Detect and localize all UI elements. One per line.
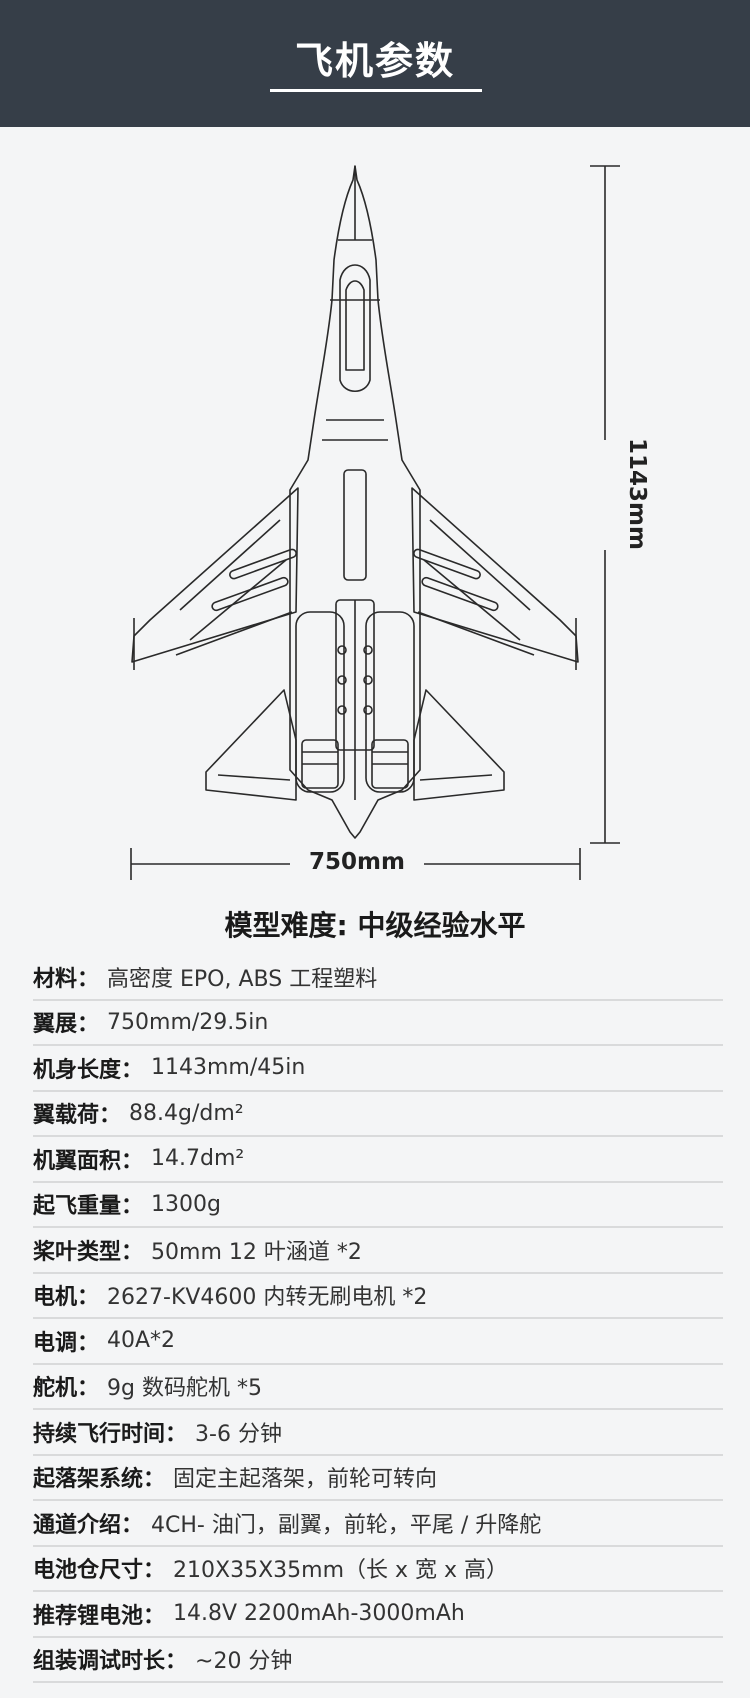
aircraft-diagram: 750mm 1143mm: [0, 127, 750, 897]
right-tailplane: [413, 689, 505, 801]
aircraft-drawing: [130, 165, 620, 880]
right-wing: [411, 487, 579, 663]
spec-label: 推荐锂电池：: [33, 1603, 166, 1629]
spec-row-flight-time: 持续飞行时间： 3-6 分钟: [33, 1410, 723, 1456]
title-underline: [270, 89, 482, 92]
spec-row-motor: 电机： 2627-KV4600 内转无刷电机 *2: [33, 1274, 723, 1319]
spec-row-wing-loading: 翼载荷： 88.4g/dm²: [33, 1092, 723, 1137]
spec-row-battery-bay: 电池仓尺寸： 210X35X35mm（长 x 宽 x 高）: [33, 1547, 723, 1592]
spec-value: 固定主起落架，前轮可转向: [173, 1467, 438, 1493]
spec-row-length: 机身长度： 1143mm/45in: [33, 1046, 723, 1092]
spec-row-wing-area: 机翼面积： 14.7dm²: [33, 1137, 723, 1183]
spec-value: 1143mm/45in: [151, 1055, 306, 1081]
spec-value: 750mm/29.5in: [107, 1009, 269, 1035]
length-dimension-label: 1143mm: [624, 438, 650, 550]
left-engine: [295, 611, 345, 793]
spec-value: 2627-KV4600 内转无刷电机 *2: [107, 1285, 428, 1311]
spec-label: 起飞重量：: [33, 1194, 144, 1220]
spec-label: 电池仓尺寸：: [33, 1558, 166, 1584]
spec-label: 电调：: [33, 1330, 100, 1356]
spec-label: 机翼面积：: [33, 1148, 144, 1174]
spec-row-material: 材料： 高密度 EPO, ABS 工程塑料: [33, 955, 723, 1001]
spec-value: 88.4g/dm²: [129, 1100, 244, 1126]
header-banner: 飞机参数: [0, 0, 750, 127]
spec-value: 14.7dm²: [151, 1146, 245, 1172]
spec-label: 材料：: [33, 966, 100, 992]
spec-label: 舵机：: [33, 1376, 100, 1402]
spec-value: 14.8V 2200mAh-3000mAh: [173, 1601, 465, 1627]
fuselage-outline: [289, 165, 421, 839]
spec-value: 1300g: [151, 1191, 221, 1217]
spec-row-wingspan: 翼展： 750mm/29.5in: [33, 1001, 723, 1046]
spec-value: 210X35X35mm（长 x 宽 x 高）: [173, 1558, 509, 1584]
spec-row-assembly-time: 组装调试时长： ~20 分钟: [33, 1638, 723, 1683]
spec-row-servo: 舵机： 9g 数码舵机 *5: [33, 1365, 723, 1410]
spec-label: 机身长度：: [33, 1057, 144, 1083]
width-dimension-label: 750mm: [292, 849, 422, 875]
left-wing: [131, 487, 299, 663]
spec-row-landing-gear: 起落架系统： 固定主起落架，前轮可转向: [33, 1456, 723, 1501]
spec-value: 3-6 分钟: [195, 1421, 282, 1447]
spec-label: 翼展：: [33, 1012, 100, 1038]
spec-value: 9g 数码舵机 *5: [107, 1376, 262, 1402]
spec-row-channels: 通道介绍： 4CH- 油门，副翼，前轮，平尾 / 升降舵: [33, 1501, 723, 1547]
spec-value: 4CH- 油门，副翼，前轮，平尾 / 升降舵: [151, 1512, 542, 1538]
spec-list: 材料： 高密度 EPO, ABS 工程塑料 翼展： 750mm/29.5in 机身长…: [33, 955, 723, 1683]
spec-value: 40A*2: [107, 1328, 176, 1354]
spec-label: 桨叶类型：: [33, 1239, 144, 1265]
spec-label: 持续飞行时间：: [33, 1421, 188, 1447]
spec-label: 翼载荷：: [33, 1103, 122, 1129]
canopy: [339, 264, 371, 393]
spec-label: 通道介绍：: [33, 1512, 144, 1538]
spec-row-esc: 电调： 40A*2: [33, 1319, 723, 1365]
spec-row-takeoff-weight: 起飞重量： 1300g: [33, 1183, 723, 1228]
difficulty-heading: 模型难度: 中级经验水平: [224, 909, 526, 942]
left-tailplane: [205, 689, 297, 801]
spec-label: 起落架系统：: [33, 1467, 166, 1493]
page-title: 飞机参数: [294, 39, 455, 83]
right-engine: [365, 611, 415, 793]
spec-row-battery: 推荐锂电池： 14.8V 2200mAh-3000mAh: [33, 1592, 723, 1638]
spec-row-fan-type: 桨叶类型： 50mm 12 叶涵道 *2: [33, 1228, 723, 1274]
spec-label: 电机：: [33, 1285, 100, 1311]
spec-value: 高密度 EPO, ABS 工程塑料: [107, 966, 378, 992]
spec-label: 组装调试时长：: [33, 1649, 188, 1675]
spec-value: ~20 分钟: [195, 1649, 293, 1675]
spec-value: 50mm 12 叶涵道 *2: [151, 1239, 362, 1265]
